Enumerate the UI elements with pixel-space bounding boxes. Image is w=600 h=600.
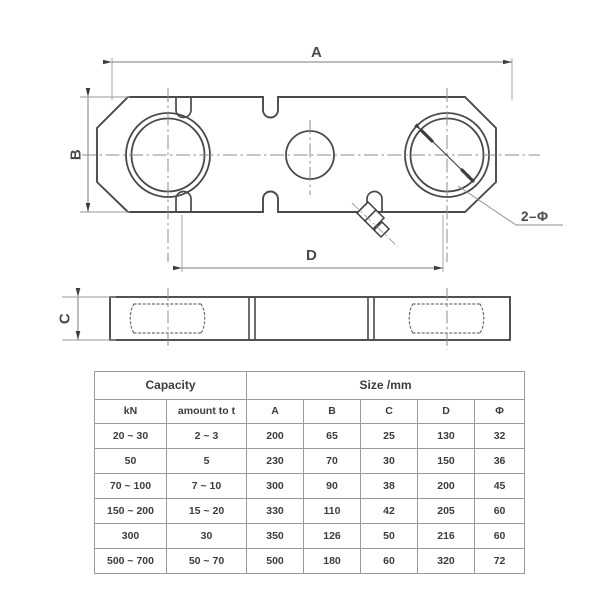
- cell-c: 30: [360, 448, 418, 474]
- cell-a: 350: [246, 523, 304, 549]
- group-header-capacity: Capacity: [94, 371, 247, 400]
- notch-upper-left: [175, 97, 192, 119]
- dimension-c: [62, 288, 116, 341]
- spec-table-group-header-row: Capacity Size /mm: [94, 371, 526, 400]
- cell-phi: 36: [473, 448, 526, 474]
- cell-c: 25: [360, 423, 418, 449]
- holes-leader-line: [457, 185, 563, 226]
- cell-phi: 72: [473, 548, 526, 574]
- cable-gland-icon: [351, 190, 399, 248]
- dimension-label-b: B: [67, 148, 85, 161]
- cell-c: 38: [360, 473, 418, 499]
- cell-ton: 7 ~ 10: [166, 473, 247, 499]
- group-header-size: Size /mm: [245, 371, 526, 400]
- cell-b: 180: [303, 548, 361, 574]
- column-header-kn: kN: [94, 399, 167, 424]
- cell-a: 230: [246, 448, 304, 474]
- diameter-arrow-head-a: [419, 128, 434, 143]
- cell-phi: 32: [473, 423, 526, 449]
- cell-kn: 150 ~ 200: [94, 498, 167, 524]
- diameter-arrow-head-b: [460, 168, 475, 183]
- cell-d: 150: [417, 448, 475, 474]
- column-header-ton: amount to t: [166, 399, 247, 424]
- spec-table-column-header-row: kN amount to t A B C D Φ: [94, 399, 526, 424]
- spec-table-wrapper: Capacity Size /mm kN amount to t A B C D…: [94, 371, 526, 574]
- cell-kn: 70 ~ 100: [94, 473, 167, 499]
- cell-c: 50: [360, 523, 418, 549]
- cell-phi: 45: [473, 473, 526, 499]
- notch-lower-left: [175, 190, 192, 212]
- column-header-d: D: [417, 399, 475, 424]
- column-header-c: C: [360, 399, 418, 424]
- cell-b: 65: [303, 423, 361, 449]
- cell-a: 300: [246, 473, 304, 499]
- cell-ton: 15 ~ 20: [166, 498, 247, 524]
- cell-ton: 30: [166, 523, 247, 549]
- cell-d: 200: [417, 473, 475, 499]
- cell-a: 330: [246, 498, 304, 524]
- cell-kn: 20 ~ 30: [94, 423, 167, 449]
- cell-d: 205: [417, 498, 475, 524]
- dimension-d: [173, 215, 444, 272]
- cell-phi: 60: [473, 523, 526, 549]
- plan-view: [82, 88, 563, 262]
- dimension-label-c: C: [56, 312, 74, 325]
- table-row: 500 ~ 700 50 ~ 70 500 180 60 320 72: [94, 548, 526, 574]
- column-header-a: A: [246, 399, 304, 424]
- dimension-b: [80, 88, 130, 213]
- side-view: [109, 288, 511, 350]
- cell-d: 320: [417, 548, 475, 574]
- table-row: 20 ~ 30 2 ~ 3 200 65 25 130 32: [94, 423, 526, 449]
- column-header-b: B: [303, 399, 361, 424]
- cell-c: 42: [360, 498, 418, 524]
- dimension-label-a: A: [311, 44, 323, 61]
- spec-table: Capacity Size /mm kN amount to t A B C D…: [94, 371, 526, 574]
- cell-c: 60: [360, 548, 418, 574]
- table-row: 70 ~ 100 7 ~ 10 300 90 38 200 45: [94, 473, 526, 499]
- cell-kn: 50: [94, 448, 167, 474]
- cell-b: 90: [303, 473, 361, 499]
- table-row: 50 5 230 70 30 150 36: [94, 448, 526, 474]
- cell-ton: 2 ~ 3: [166, 423, 247, 449]
- cell-ton: 50 ~ 70: [166, 548, 247, 574]
- cell-ton: 5: [166, 448, 247, 474]
- dimension-label-d: D: [306, 247, 318, 264]
- dimension-a: [103, 58, 513, 100]
- cell-d: 216: [417, 523, 475, 549]
- cell-phi: 60: [473, 498, 526, 524]
- table-row: 300 30 350 126 50 216 60: [94, 523, 526, 549]
- table-row: 150 ~ 200 15 ~ 20 330 110 42 205 60: [94, 498, 526, 524]
- cell-a: 200: [246, 423, 304, 449]
- spec-table-body: 20 ~ 30 2 ~ 3 200 65 25 130 32 50 5 230 …: [94, 423, 526, 574]
- spec-table-head: Capacity Size /mm kN amount to t A B C D…: [94, 371, 526, 424]
- column-header-phi: Φ: [473, 399, 526, 424]
- cell-a: 500: [246, 548, 304, 574]
- cell-b: 110: [303, 498, 361, 524]
- cell-b: 70: [303, 448, 361, 474]
- cell-d: 130: [417, 423, 475, 449]
- cell-kn: 500 ~ 700: [94, 548, 167, 574]
- cell-b: 126: [303, 523, 361, 549]
- cell-kn: 300: [94, 523, 167, 549]
- holes-callout-label: 2–Φ: [521, 209, 549, 224]
